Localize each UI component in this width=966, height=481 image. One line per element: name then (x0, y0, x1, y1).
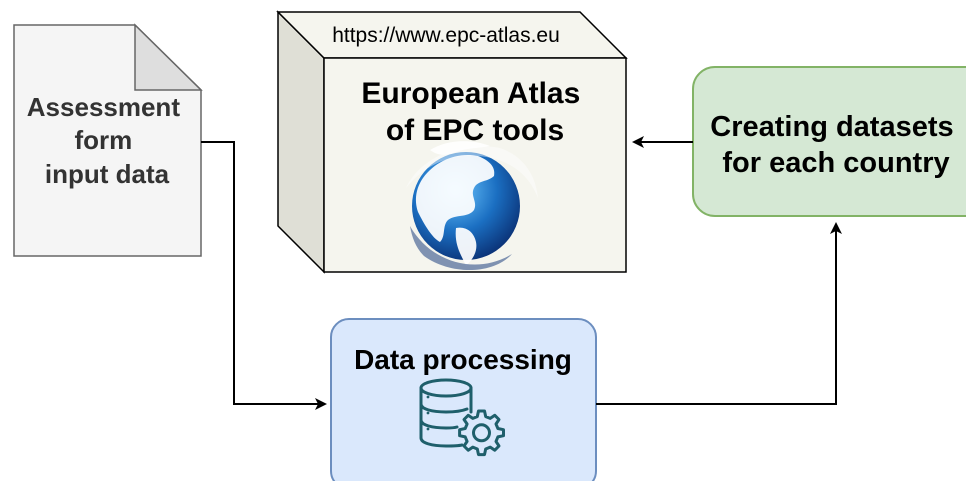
data-processing-node[interactable]: Data processing (330, 318, 597, 481)
document-label-line-1: Assessment (27, 92, 181, 122)
database-gear-icon (419, 378, 505, 457)
atlas-url-label: https://www.epc-atlas.eu (332, 24, 560, 47)
document-label-line-3: input data (45, 159, 170, 189)
data-processing-label: Data processing (354, 344, 572, 375)
datasets-label-line-1: Creating datasets (710, 111, 953, 143)
edge-processing-to-datasets (596, 222, 842, 405)
assessment-form-document[interactable]: Assessment form input data (13, 23, 203, 257)
edge-assessment-to-processing (201, 141, 327, 410)
datasets-label-line-2: for each country (722, 147, 949, 179)
svg-text:Creating datasets for ea: Creating datasets for each country (710, 111, 961, 179)
globe-icon (406, 141, 538, 271)
document-label-line-2: form (74, 125, 132, 155)
creating-datasets-node[interactable]: Creating datasets for each country (692, 66, 966, 217)
svg-text:European Atlas of EPC to: European Atlas of EPC tools (361, 77, 588, 147)
svg-text:Assessment form in: Assessment form input data (27, 92, 187, 189)
atlas-title-line-2: of EPC tools (386, 114, 564, 147)
european-atlas-cube[interactable]: https://www.epc-atlas.eu European Atlas … (276, 10, 628, 274)
atlas-title-line-1: European Atlas (361, 77, 580, 110)
